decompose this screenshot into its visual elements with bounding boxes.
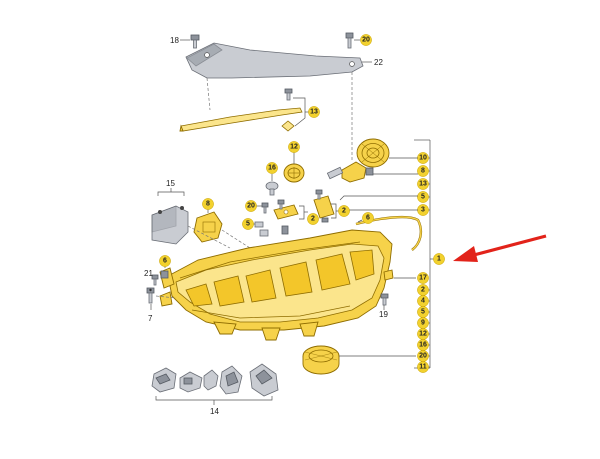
label-7: 7	[148, 314, 153, 323]
stack-top-label-3: 5	[421, 194, 425, 201]
stack-bottom-label-3: 9	[421, 320, 425, 327]
stack-top-label-1: 8	[421, 168, 425, 175]
label-6-left: 6	[163, 258, 167, 265]
bolt-7	[146, 287, 155, 304]
screw-19	[380, 293, 389, 306]
stack-top-bubble	[417, 191, 429, 203]
bulb-holder-8	[326, 161, 374, 183]
round-cover-10	[356, 138, 390, 168]
screw-13-a	[284, 88, 293, 101]
trim-strip	[179, 107, 303, 132]
wiring-cable-6	[355, 215, 423, 251]
stack-top-label-4: 3	[421, 207, 425, 214]
label-14: 14	[210, 407, 219, 416]
stack-bottom-label-7: 11	[419, 364, 427, 371]
screw-20-left	[261, 202, 269, 214]
label-17: 17	[419, 275, 427, 282]
label-20-left: 20	[247, 203, 255, 210]
label-1: 1	[437, 256, 441, 263]
label-19: 19	[379, 310, 388, 319]
stack-bottom-label-1: 4	[421, 298, 425, 305]
stack-top-label-2: 13	[419, 181, 427, 188]
stack-top-bubble	[417, 178, 429, 190]
callout-stack-bottom: 17 2 4 5 9 12 16 20 11	[417, 272, 430, 373]
label-2-a: 2	[311, 216, 315, 223]
label-12: 12	[290, 144, 298, 151]
label-8-left: 8	[206, 201, 210, 208]
clip-4-small	[259, 225, 289, 237]
callout-stack-top: 10 8 13 5 3	[417, 152, 430, 216]
stack-top-label-0: 10	[419, 155, 427, 162]
label-18: 18	[170, 36, 179, 45]
red-pointer-arrow	[453, 234, 547, 262]
clip-5	[254, 221, 264, 228]
stack-top-bubble	[417, 165, 429, 177]
label-6-mid: 6	[366, 215, 370, 222]
stack-bottom-bubble	[417, 361, 429, 373]
bubble-17	[417, 272, 429, 284]
clip-13-b	[281, 120, 295, 132]
label-22: 22	[374, 58, 383, 67]
screw-21	[151, 274, 159, 286]
adjuster-knob-16	[265, 181, 279, 196]
mount-clip-2-a	[273, 199, 299, 220]
ballast-module-8	[193, 211, 223, 243]
label-20-top: 20	[362, 37, 370, 44]
label-21: 21	[144, 269, 153, 278]
stack-bottom-label-0: 2	[421, 287, 425, 294]
headlamp-housing	[159, 229, 393, 341]
connector-set-14	[151, 363, 279, 397]
adjuster-motor-12	[283, 163, 305, 183]
stack-bottom-label-4: 12	[419, 331, 427, 338]
round-cap-11	[302, 345, 340, 375]
label-2-b: 2	[342, 208, 346, 215]
label-15: 15	[166, 179, 175, 188]
label-5-left: 5	[246, 221, 250, 228]
mounting-bracket	[185, 42, 364, 79]
label-13: 13	[310, 109, 318, 116]
clip-17	[383, 269, 394, 281]
screw-20-top	[345, 32, 354, 49]
stack-bottom-label-2: 5	[421, 309, 425, 316]
stack-bottom-label-6: 20	[419, 353, 427, 360]
label-16: 16	[268, 165, 276, 172]
mount-clip-2-b	[313, 189, 335, 223]
stack-bottom-label-5: 16	[419, 342, 427, 349]
control-module-15	[151, 205, 189, 245]
screw-18	[190, 34, 200, 49]
nut-6-left	[160, 270, 169, 279]
